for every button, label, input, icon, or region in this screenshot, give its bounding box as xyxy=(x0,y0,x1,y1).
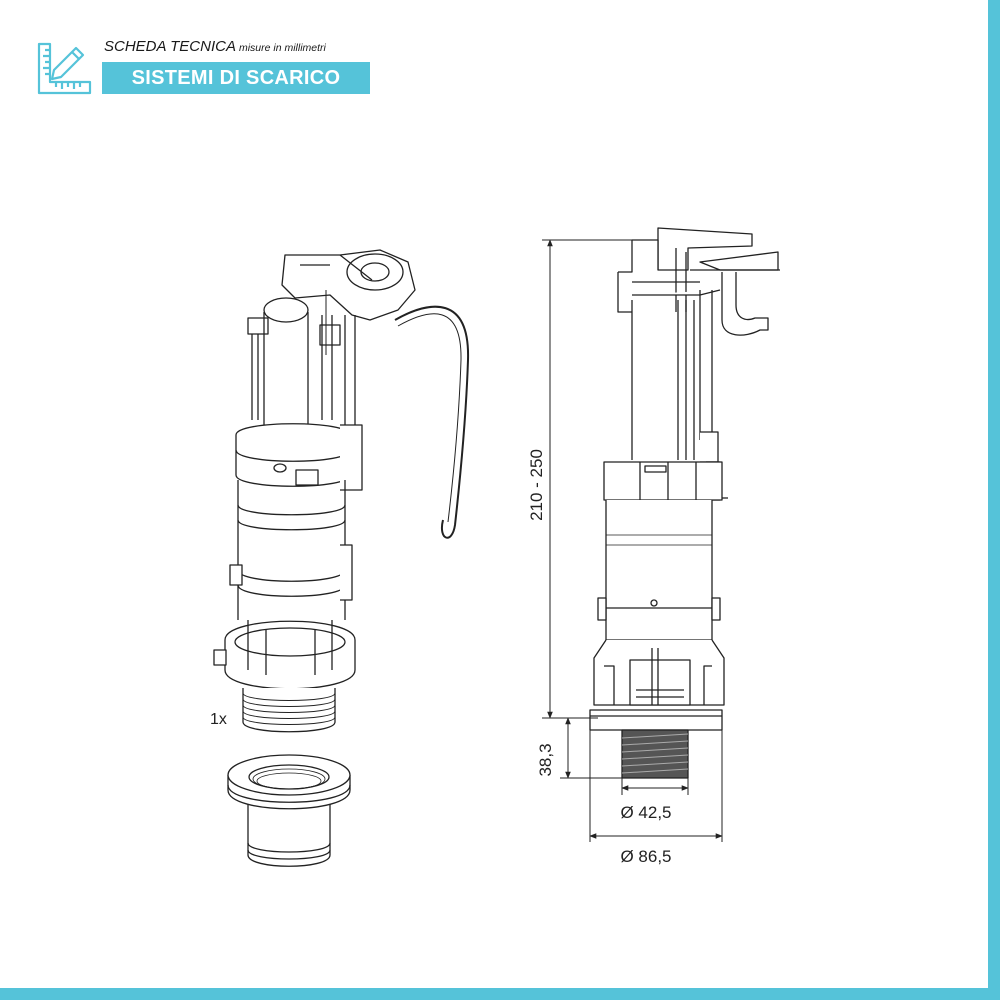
thread-length-label: 38,3 xyxy=(536,743,555,776)
category-badge: SISTEMI DI SCARICO xyxy=(102,62,370,94)
height-dimension-label: 210 - 250 xyxy=(527,449,546,521)
threaded-nut-adapter xyxy=(227,754,351,867)
document-title: SCHEDA TECNICA xyxy=(104,38,236,55)
quantity-label: 1x xyxy=(210,711,227,728)
inner-diameter-label: Ø 42,5 xyxy=(620,803,671,822)
flush-valve-perspective xyxy=(213,249,470,733)
ruler-pencil-icon xyxy=(37,42,92,95)
outer-diameter-label: Ø 86,5 xyxy=(620,847,671,866)
dimension-lines xyxy=(542,239,723,842)
bottom-frame-bar xyxy=(0,988,1000,1000)
right-frame-bar xyxy=(988,0,1000,1000)
flush-valve-elevation xyxy=(589,227,780,779)
units-note: misure in millimetri xyxy=(238,42,326,54)
